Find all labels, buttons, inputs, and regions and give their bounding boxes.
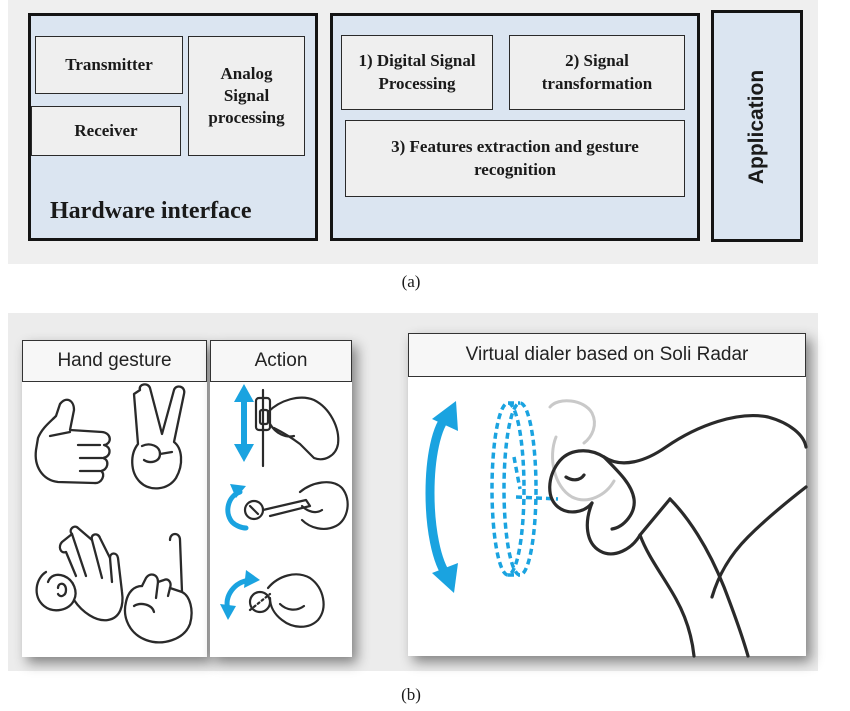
dial-rotate-arrow-head-top-icon: [244, 570, 260, 588]
transmitter-label: Transmitter: [65, 54, 153, 74]
soli-dialer-illustration: [425, 399, 808, 658]
features-extraction-box: 3) Features extraction and gesture recog…: [345, 120, 685, 197]
ok-hand-icon: [35, 525, 124, 622]
receiver-box: Receiver: [31, 106, 181, 156]
soli-dialer-card: [408, 333, 806, 656]
hardware-interface-title: Hardware interface: [50, 198, 252, 224]
application-box: [711, 10, 803, 242]
key-icon: [243, 498, 312, 521]
caption-b: (b): [401, 685, 421, 704]
dial-rotate-arrow-head-bottom-icon: [220, 604, 236, 620]
hand-gesture-card: [22, 340, 207, 657]
victory-hand-icon: [131, 383, 186, 490]
action-header: Action: [210, 340, 352, 382]
transmitter-box: Transmitter: [35, 36, 183, 94]
index-finger-up-hand-icon: [123, 532, 193, 644]
digital-processing-label: 1) Digital Signal Processing: [358, 51, 476, 93]
virtual-dial-icon: [490, 401, 559, 577]
signal-transformation-label: 2) Signal transformation: [541, 51, 653, 93]
rotate-arrow-head-icon: [230, 484, 246, 498]
dial-turning-hand-icon: [266, 573, 325, 628]
slider-knob-icon: [254, 388, 272, 468]
hand-pinching-dial-icon: [548, 414, 808, 658]
caption-a: (a): [401, 272, 421, 291]
key-holding-hand-icon: [298, 481, 349, 530]
hand-gestures-illustration: [34, 383, 193, 644]
digital-processing-box: 1) Digital Signal Processing: [341, 35, 493, 110]
features-extraction-label: 3) Features extraction and gesture recog…: [391, 137, 639, 179]
analog-processing-box: Analog Signal processing: [188, 36, 305, 156]
dial-knob-icon: [248, 590, 272, 614]
actions-illustration: [220, 384, 349, 628]
receiver-label: Receiver: [74, 120, 138, 140]
application-label: Application: [745, 69, 768, 185]
vertical-slide-arrow-icon: [234, 384, 254, 462]
soli-dialer-header: Virtual dialer based on Soli Radar: [408, 333, 806, 377]
rotation-arc-icon: [425, 401, 458, 593]
ghost-hand-icon: [548, 399, 616, 502]
analog-processing-label: Analog Signal processing: [208, 63, 285, 128]
rotate-arrow-icon: [225, 489, 249, 531]
pinching-hand-icon: [266, 396, 340, 461]
thumbs-up-hand-icon: [34, 398, 111, 485]
hand-gesture-header: Hand gesture: [22, 340, 207, 382]
signal-transformation-box: 2) Signal transformation: [509, 35, 685, 110]
